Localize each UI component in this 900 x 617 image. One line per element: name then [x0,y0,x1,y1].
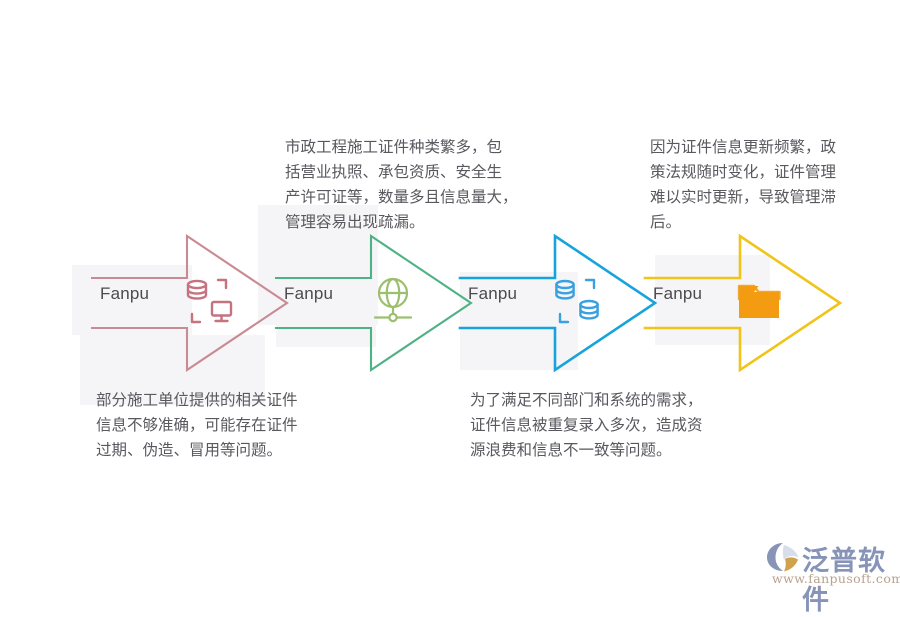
folder-icon [733,272,791,330]
brand-logo[interactable]: 泛普软件 www.fanpusoft.com [766,541,900,616]
arrow-shape-4 [643,233,843,373]
logo-website: www.fanpusoft.com [772,571,900,586]
dual-database-icon [548,272,606,330]
infographic-canvas: Fanpu Fanpu [72,138,900,616]
arrow-shape-3 [458,233,658,373]
background-plate [460,272,578,370]
fanpu-logo-mark [767,543,799,572]
process-stage-1[interactable]: Fanpu [90,234,292,372]
arrow-shape-2 [274,234,473,372]
caption-bottom-2: 为了满足不同部门和系统的需求， 证件信息被重复录入多次，造成资 源浪费和信息不一… [470,391,703,459]
globe-network-icon [364,272,422,330]
process-stage-4[interactable]: Fanpu [643,233,845,373]
background-plate [72,265,192,335]
background-plate [80,335,265,405]
arrow-shape-1 [90,234,289,372]
background-plate [276,285,376,347]
stage-label: Fanpu [284,284,334,303]
process-stage-3[interactable]: Fanpu [458,233,660,373]
stage-label: Fanpu [653,284,703,303]
process-stage-2[interactable]: Fanpu [274,234,476,372]
database-monitor-icon [180,272,238,330]
caption-top-1: 市政工程施工证件种类繁多，包 括营业执照、承包资质、安全生 产许可证等，数量多且… [285,138,518,231]
caption-bottom-1: 部分施工单位提供的相关证件 信息不够准确，可能存在证件 过期、伪造、冒用等问题。 [96,391,298,459]
stage-label: Fanpu [468,284,518,303]
caption-top-2: 因为证件信息更新频繁，政 策法规随时变化，证件管理 难以实时更新，导致管理滞 后… [650,138,837,231]
stage-label: Fanpu [100,284,150,303]
